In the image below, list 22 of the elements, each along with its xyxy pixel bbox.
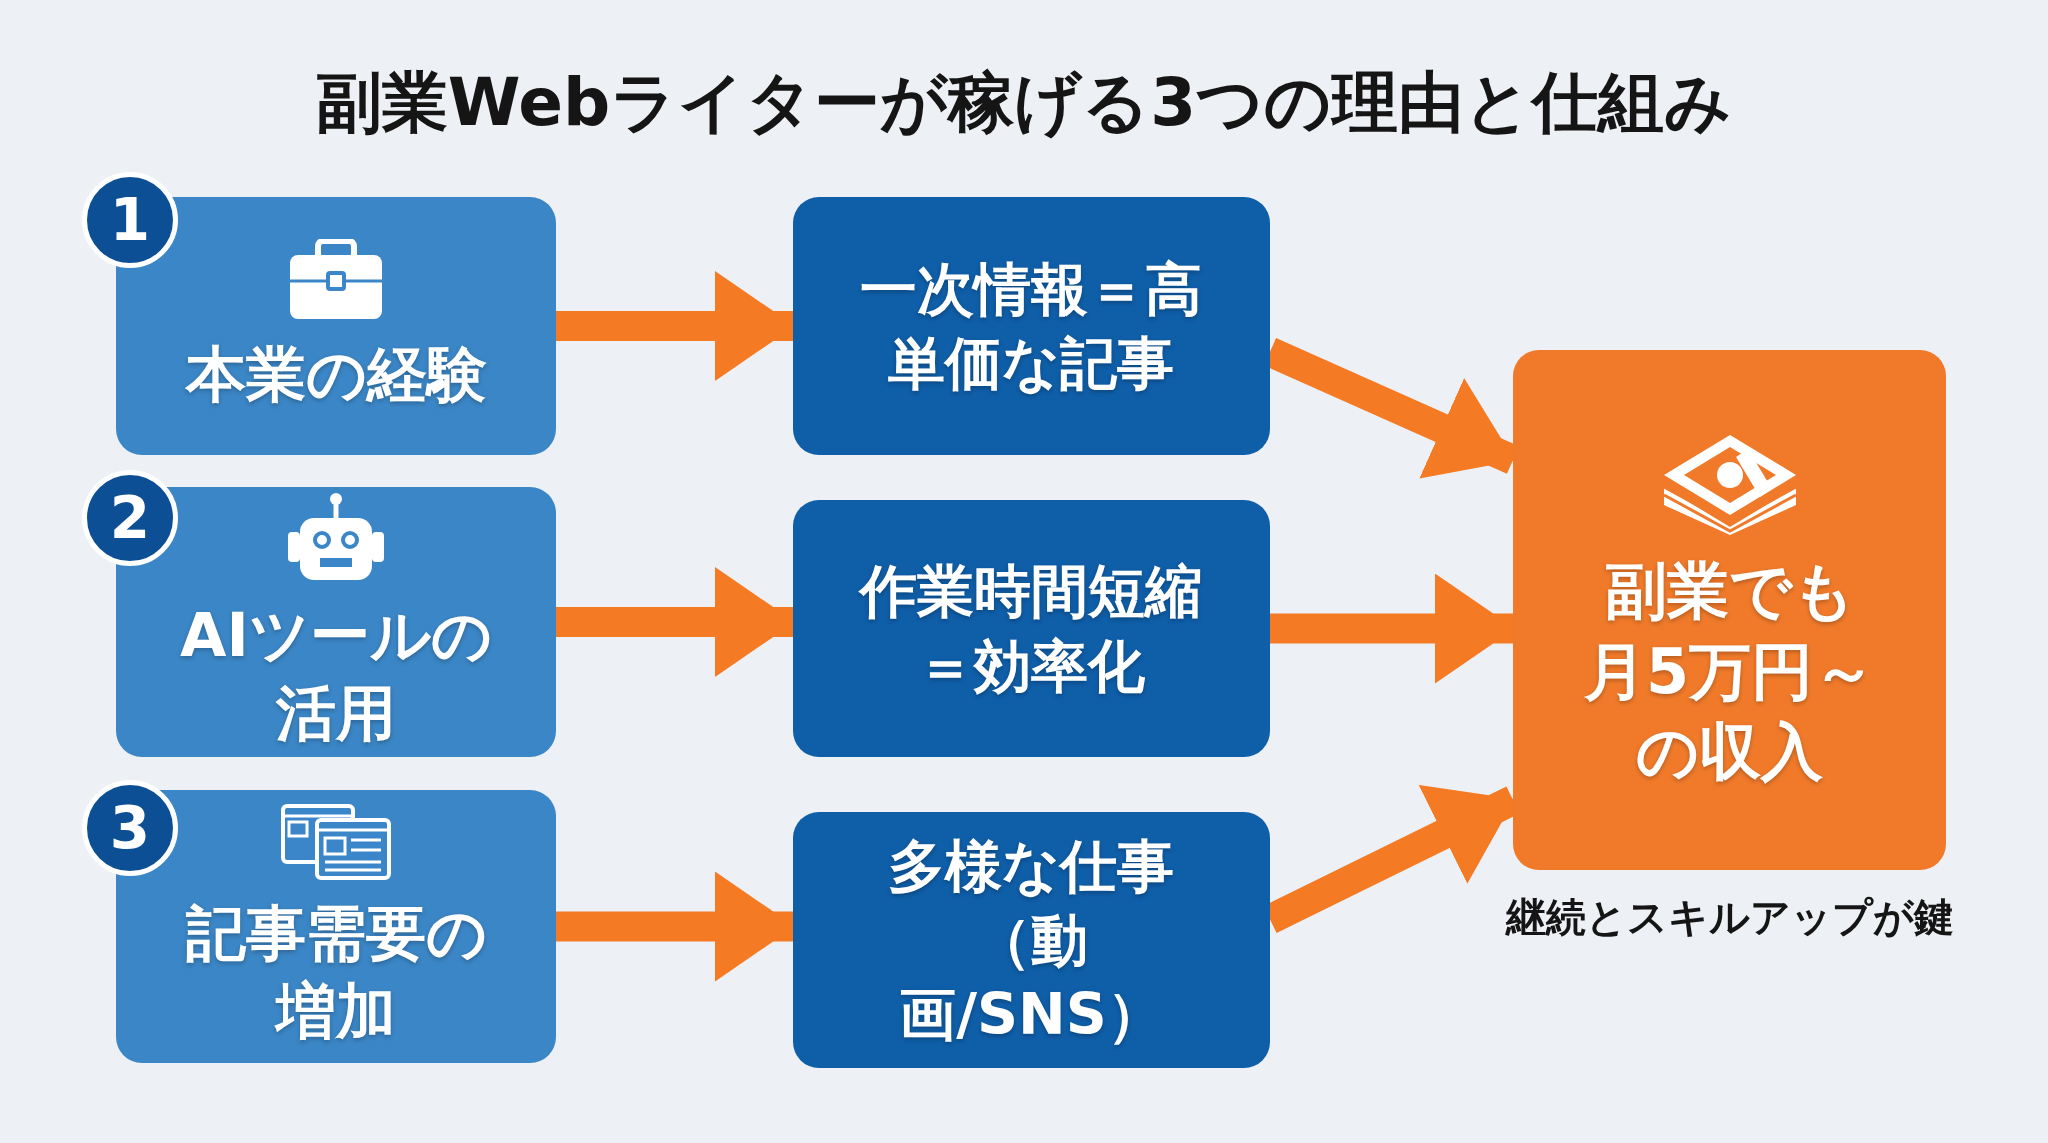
number-badge: 1 [82,172,178,268]
box-label: 一次情報＝高単価な記事 [859,254,1204,398]
result-box [793,500,1270,757]
box-label: 多様な仕事（動画/SNS） [887,831,1176,1050]
reason-box [116,487,556,757]
arrow [556,871,795,982]
arrow [556,271,795,381]
reason-box [116,197,556,455]
number-badge: 3 [82,780,178,876]
number-badge: 2 [82,470,178,566]
box-label: 本業の経験 [185,338,487,411]
box-label: 作業時間短縮＝効率化 [857,557,1204,701]
box-label: 副業でも月5万円～の収入 [1582,553,1877,791]
title: 副業Webライターが稼げる3つの理由と仕組み [314,63,1734,143]
result-box [793,197,1270,455]
box-label: AIツールの活用 [179,599,493,750]
arrow [1270,573,1515,684]
arrow [556,567,795,677]
income-box [1513,350,1946,870]
note-text: 継続とスキルアップが鍵 [1504,893,1955,942]
result-box [793,812,1270,1068]
box-label: 記事需要の増加 [184,896,488,1048]
